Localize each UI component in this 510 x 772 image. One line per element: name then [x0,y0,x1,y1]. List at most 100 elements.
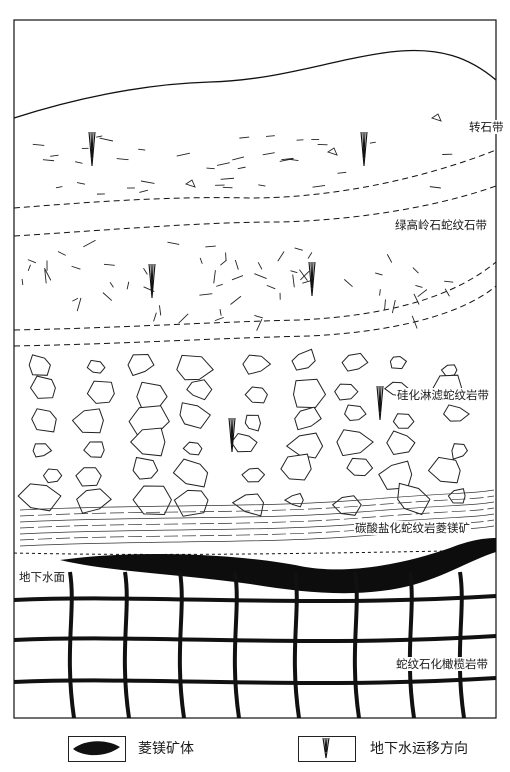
magnesite-ore-body [60,538,496,594]
breccia-fragment [241,467,266,483]
texture-dash [379,289,381,296]
texture-dash [96,135,103,138]
texture-dash [216,162,230,166]
breccia-fragment [172,458,209,488]
mineral-grain [430,113,442,122]
texture-dash [214,316,224,322]
texture-dash [216,283,223,287]
breccia-fragment [291,348,316,371]
lamina-line [19,489,495,511]
breccia-fragment [334,383,359,401]
breccia-fragment [86,380,115,404]
texture-dash [71,265,81,270]
breccia-fragment [86,359,106,374]
texture-dash [257,262,263,270]
texture-dash [230,295,242,305]
breccia-fragment [341,352,369,372]
texture-dash [300,270,310,281]
texture-dash [42,159,55,162]
breccia-fragment [440,364,458,377]
texture-dash [220,177,235,180]
texture-dash [384,299,386,310]
texture-dash [126,281,130,290]
fracture-vertical [407,571,416,719]
breccia-fragment [130,427,166,457]
breccia-fragment [451,443,469,460]
texture-dash [415,285,423,288]
texture-dash [213,270,216,284]
texture-dash [279,158,294,162]
water-table-line [13,549,497,555]
label-kaolinite-serpentine-zone: 绿高岭石蛇纹石带 [394,218,488,232]
texture-dash [343,279,353,287]
texture-dash [237,166,246,170]
texture-dash [266,284,276,290]
texture-dash [258,184,266,187]
breccia-fragment [127,353,155,377]
texture-dash [412,267,419,274]
texture-dash [21,278,24,286]
texture-dash [265,135,275,137]
flow-arrow-icon [360,131,368,167]
flow-arrow-icon [308,261,316,297]
texture-dash [299,269,308,281]
label-talc-zone: 转石带 [468,120,505,134]
breccia-fragment [344,404,367,422]
flow-arrow-icon [148,263,156,299]
boundary-1 [13,149,497,209]
texture-dash [254,315,263,319]
breccia-fragment [42,468,63,484]
breccia-fragment [442,404,470,422]
breccia-fragment [346,457,374,477]
breccia-fragment [29,375,56,399]
texture-dash [444,288,450,297]
flow-arrow-icon [376,385,384,421]
label-silicified-leached-zone: 硅化淋滤蛇纹岩带 [396,388,490,402]
texture-dash [220,259,227,266]
fracture-horizontal [13,634,497,644]
top-surface-line [13,49,497,119]
texture-dash [139,189,149,193]
texture-dash [292,274,295,288]
legend: 菱镁矿体 地下水运移方向 [0,730,510,770]
texture-dash [234,259,239,270]
texture-dash [262,152,275,156]
breccia-fragment [292,378,327,409]
texture-dash [76,297,82,312]
breccia-fragment [280,453,312,481]
texture-dash [50,154,59,157]
double-arrow-down-icon [322,737,330,759]
breccia-fragment [230,432,258,453]
label-water-table: 地下水面 [18,570,66,584]
breccia-fragment [392,413,415,429]
texture-dash [140,180,155,184]
breccia-fragment [136,381,168,411]
boundary-3 [13,261,497,331]
texture-dash [44,269,47,284]
fracture-vertical [457,571,466,719]
texture-dash [32,143,45,146]
texture-dash [256,319,263,331]
diagram-frame [13,19,497,719]
texture-dash [375,272,383,276]
legend-ore-label: 菱镁矿体 [138,741,194,757]
texture-dash [199,257,203,264]
breccia-fragment [427,456,461,484]
texture-dash [205,245,216,248]
fracture-vertical [232,571,241,719]
breccia-fragment [179,402,211,429]
breccia-fragment [31,408,57,433]
texture-dash [444,280,454,283]
texture-dash [75,161,83,164]
fracture-vertical [67,571,76,719]
texture-dash [386,254,393,263]
fracture-horizontal [13,594,497,604]
lamina-line [19,507,495,529]
lamina-line [19,495,495,517]
texture-dash [337,171,347,174]
texture-dash [254,273,267,280]
breccia-fragment [132,485,172,516]
boundary-2 [13,185,497,237]
lamina-line [19,513,495,535]
